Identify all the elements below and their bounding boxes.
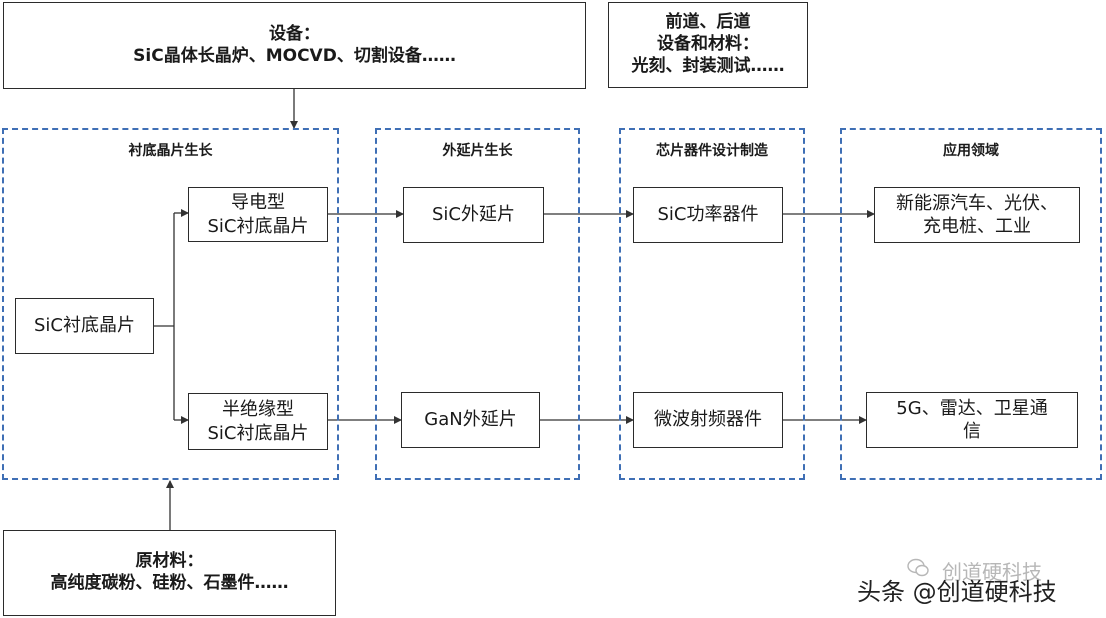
region-epitaxy: 外延片生长 bbox=[375, 128, 580, 480]
region-chip-title: 芯片器件设计制造 bbox=[656, 143, 768, 159]
node-app-ev: 新能源汽车、光伏、 充电桩、工业 bbox=[874, 187, 1080, 243]
frontback-box: 前道、后道 设备和材料： 光刻、封装测试…… bbox=[608, 2, 808, 88]
node-app-ev-line2: 充电桩、工业 bbox=[923, 216, 1031, 237]
frontback-line3: 光刻、封装测试…… bbox=[631, 55, 785, 76]
node-app-5g-line2: 信 bbox=[963, 421, 981, 442]
node-sic-power-label: SiC功率器件 bbox=[657, 204, 759, 226]
node-app-5g-line1: 5G、雷达、卫星通 bbox=[896, 397, 1048, 419]
region-application: 应用领域 bbox=[840, 128, 1102, 480]
equipment-title: 设备： bbox=[269, 23, 320, 44]
region-epitaxy-title: 外延片生长 bbox=[442, 143, 513, 159]
frontback-line1: 前道、后道 bbox=[665, 12, 751, 33]
wechat-icon bbox=[907, 558, 929, 577]
region-application-title: 应用领域 bbox=[943, 143, 999, 159]
node-sic-substrate: SiC衬底晶片 bbox=[15, 298, 154, 354]
node-app-5g: 5G、雷达、卫星通 信 bbox=[866, 392, 1078, 448]
materials-title: 原材料： bbox=[135, 551, 204, 572]
node-rf-device: 微波射频器件 bbox=[633, 392, 783, 448]
materials-body: 高纯度碳粉、硅粉、石墨件…… bbox=[50, 573, 289, 593]
region-substrate: 衬底晶片生长 bbox=[2, 128, 339, 480]
region-chip: 芯片器件设计制造 bbox=[619, 128, 805, 480]
node-gan-epi-label: GaN外延片 bbox=[424, 409, 517, 431]
node-gan-epi: GaN外延片 bbox=[401, 392, 540, 448]
equipment-box: 设备： SiC晶体长晶炉、MOCVD、切割设备…… bbox=[3, 2, 586, 89]
node-rf-device-label: 微波射频器件 bbox=[654, 409, 762, 431]
region-substrate-title: 衬底晶片生长 bbox=[128, 143, 213, 159]
node-semi-insulating-line1: 半绝缘型 bbox=[222, 399, 294, 421]
node-conductive-line2: SiC衬底晶片 bbox=[207, 215, 309, 237]
node-conductive-line1: 导电型 bbox=[231, 192, 285, 214]
watermark-back-text: 创道硬科技 bbox=[942, 560, 1042, 584]
node-sic-power: SiC功率器件 bbox=[633, 187, 783, 243]
node-sic-epi: SiC外延片 bbox=[403, 187, 544, 243]
node-sic-substrate-label: SiC衬底晶片 bbox=[34, 315, 135, 337]
node-sic-epi-label: SiC外延片 bbox=[432, 204, 515, 226]
watermark-front-text: 头条 @创道硬科技 bbox=[857, 578, 1057, 606]
materials-box: 原材料： 高纯度碳粉、硅粉、石墨件…… bbox=[3, 530, 336, 616]
node-app-ev-line1: 新能源汽车、光伏、 bbox=[896, 192, 1058, 214]
node-semi-insulating: 半绝缘型 SiC衬底晶片 bbox=[188, 393, 328, 450]
equipment-body: SiC晶体长晶炉、MOCVD、切割设备…… bbox=[133, 45, 456, 66]
node-semi-insulating-line2: SiC衬底晶片 bbox=[207, 422, 309, 444]
node-conductive: 导电型 SiC衬底晶片 bbox=[188, 187, 328, 242]
watermark: 创道硬科技 头条 @创道硬科技 bbox=[845, 556, 1095, 612]
frontback-line2: 设备和材料： bbox=[657, 34, 759, 55]
